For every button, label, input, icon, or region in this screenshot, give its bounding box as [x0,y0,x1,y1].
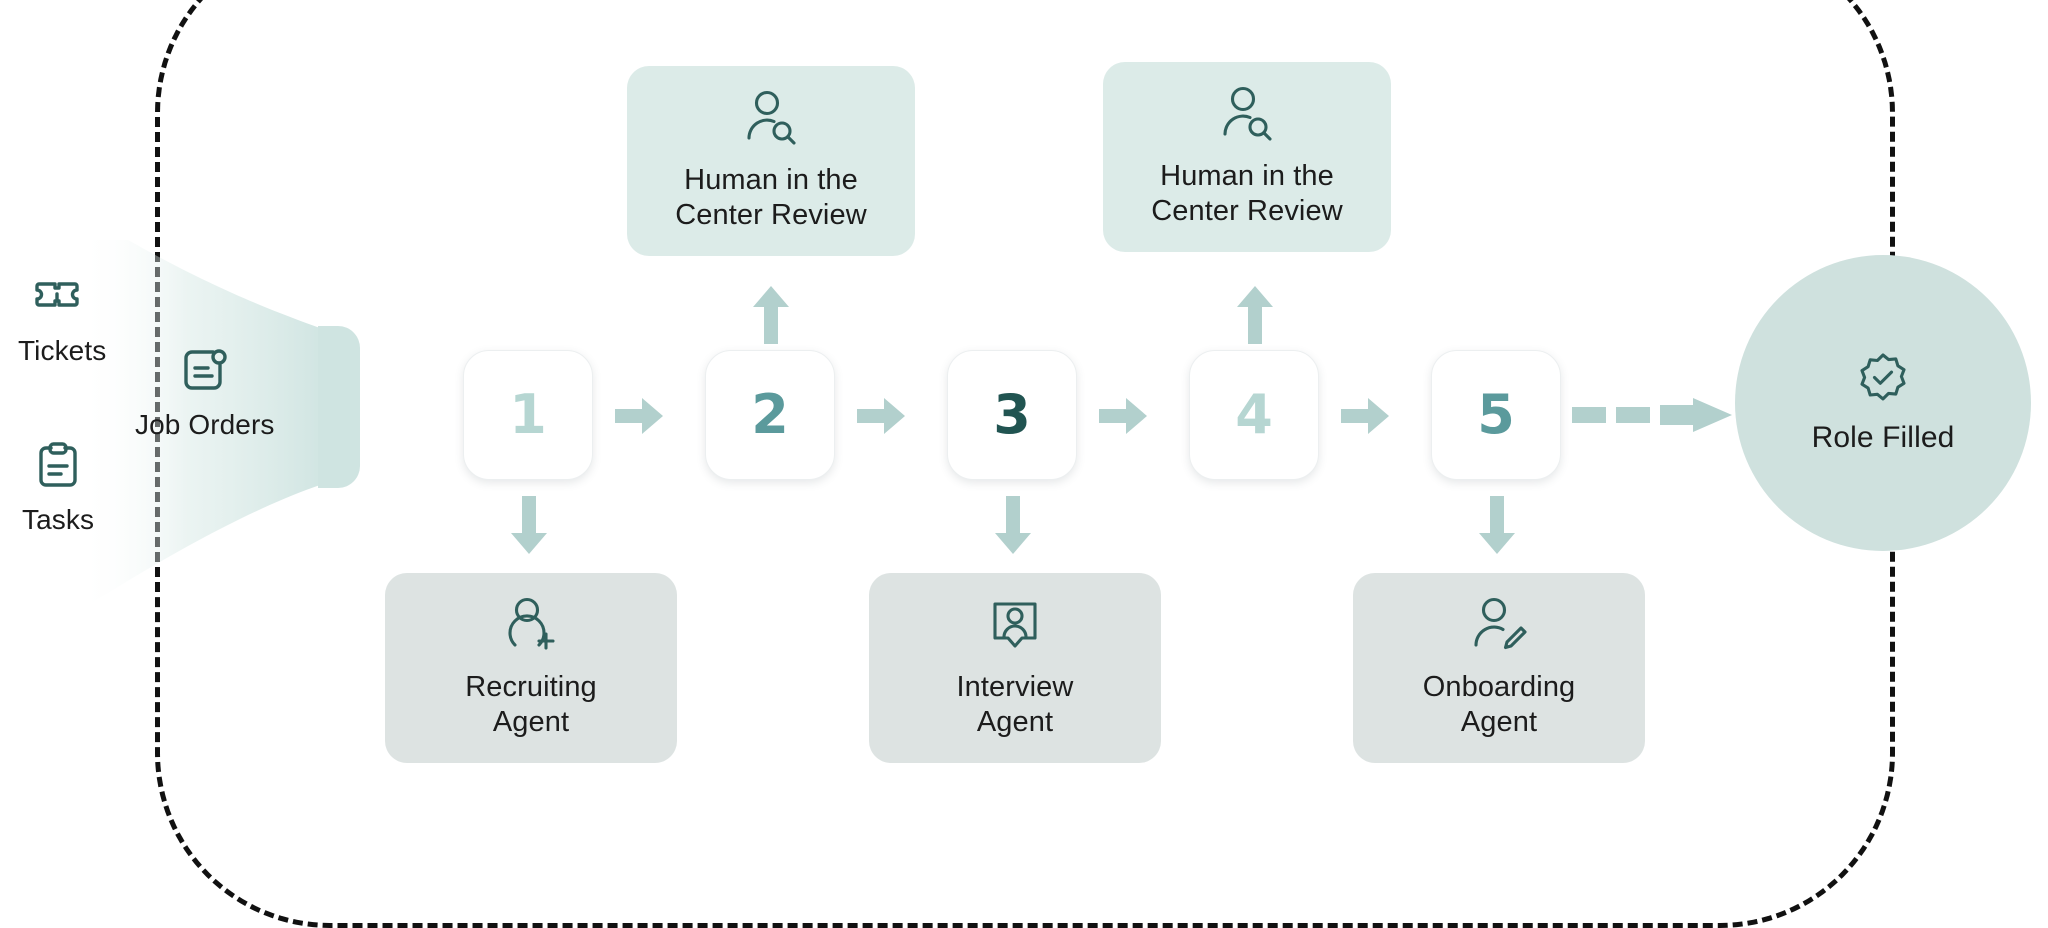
arrow-step-2-to-3 [857,396,905,436]
agent-line2: Agent [1460,705,1538,738]
human-review-line1: Human in the [684,164,858,197]
step-number: 2 [751,383,789,446]
source-label: Tasks [22,504,95,535]
job-order-icon [180,345,230,400]
verified-badge-icon [1856,352,1910,411]
agent-label: Interview Agent [957,670,1074,738]
human-review-line2: Center Review [675,198,867,231]
arrow-step-3-to-4 [1099,396,1147,436]
step-number: 1 [509,383,547,446]
step-card-4[interactable]: 4 [1189,350,1319,480]
arrow-step-4-to-review [1237,286,1273,344]
arrow-step-2-to-review [753,286,789,344]
role-filled-label: Role Filled [1811,420,1955,454]
step-number: 5 [1477,383,1515,446]
human-review-label: Human in the Center Review [1151,159,1343,227]
diagram-canvas: Tickets Job Orders Tasks 1 2 [18,0,2031,928]
step-card-3[interactable]: 3 [947,350,1077,480]
arrow-step-5-to-agent [1479,496,1515,554]
intake-funnel-shape [70,210,450,620]
person-badge-icon [989,597,1041,656]
role-filled-outcome[interactable]: Role Filled [1735,255,2031,551]
source-tickets: Tickets [18,275,106,367]
arrow-step-4-to-5 [1341,396,1389,436]
human-review-card-1[interactable]: Human in the Center Review [627,66,915,256]
human-review-line1: Human in the [1160,160,1334,193]
step-number: 4 [1235,383,1273,446]
person-search-icon [1219,86,1275,147]
arrow-step-1-to-2 [615,396,663,436]
arrow-step-1-to-agent [511,496,547,554]
human-review-line2: Center Review [1151,194,1343,227]
step-card-2[interactable]: 2 [705,350,835,480]
ticket-icon [35,275,89,326]
agent-card-recruiting[interactable]: Recruiting Agent [385,573,677,763]
arrow-step-3-to-agent [995,496,1031,554]
clipboard-task-icon [36,440,80,495]
agent-card-interview[interactable]: Interview Agent [869,573,1161,763]
person-add-icon [503,597,559,656]
agent-line2: Agent [492,705,570,738]
agent-label: Onboarding Agent [1423,670,1576,738]
source-label: Tickets [18,335,107,366]
person-search-icon [743,90,799,151]
step-number: 3 [993,383,1031,446]
arrow-step-5-to-role-filled [1572,398,1732,432]
agent-card-onboarding[interactable]: Onboarding Agent [1353,573,1645,763]
source-label: Job Orders [135,409,275,440]
agent-label: Recruiting Agent [465,670,597,738]
agent-line2: Agent [976,705,1054,738]
source-job-orders: Job Orders [135,345,275,441]
human-review-card-2[interactable]: Human in the Center Review [1103,62,1391,252]
agent-line1: Recruiting [465,671,597,704]
person-edit-icon [1471,597,1527,656]
human-review-label: Human in the Center Review [675,163,867,231]
agent-line1: Interview [956,671,1074,704]
source-tasks: Tasks [22,440,94,536]
step-card-5[interactable]: 5 [1431,350,1561,480]
step-card-1[interactable]: 1 [463,350,593,480]
agent-line1: Onboarding [1422,671,1576,704]
